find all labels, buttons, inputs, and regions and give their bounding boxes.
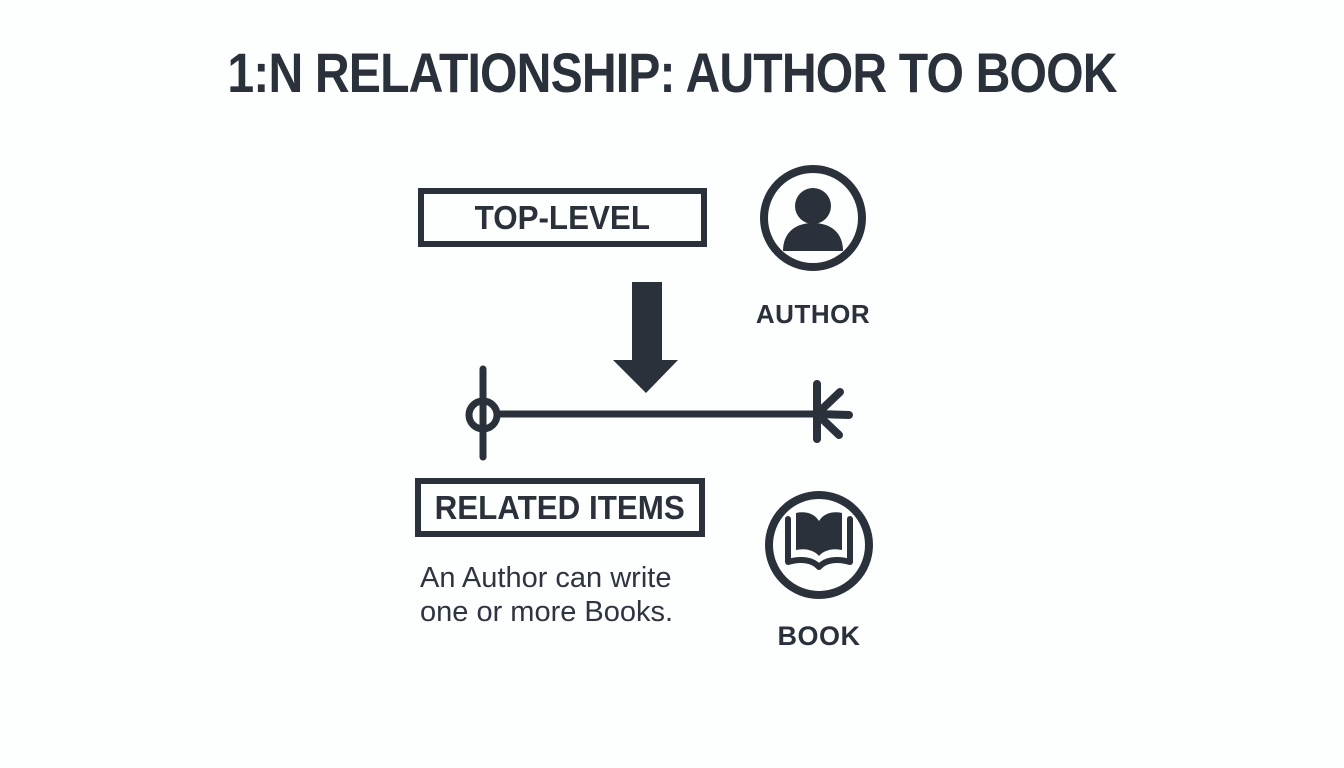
author-label: AUTHOR: [755, 299, 871, 329]
description-line-1: An Author can write: [420, 562, 672, 594]
top-level-box-label: TOP-LEVEL: [474, 198, 651, 236]
page-title: 1:N RELATIONSHIP: AUTHOR TO BOOK: [227, 41, 1117, 104]
top-level-box: TOP-LEVEL: [418, 188, 707, 247]
many-crow-foot-terminator: [814, 388, 853, 439]
down-arrow-icon: [613, 282, 678, 393]
book-label: BOOK: [777, 621, 861, 651]
open-book-icon: [765, 491, 873, 599]
person-icon: [760, 165, 866, 271]
one-to-many-connector: [465, 365, 853, 461]
book-entity: BOOK: [760, 487, 878, 652]
related-items-box: RELATED ITEMS: [415, 478, 705, 537]
author-entity: AUTHOR: [754, 161, 872, 330]
relationship-description: An Author can write one or more Books.: [420, 561, 673, 629]
description-line-2: one or more Books.: [420, 596, 674, 628]
related-items-box-label: RELATED ITEMS: [434, 488, 686, 526]
